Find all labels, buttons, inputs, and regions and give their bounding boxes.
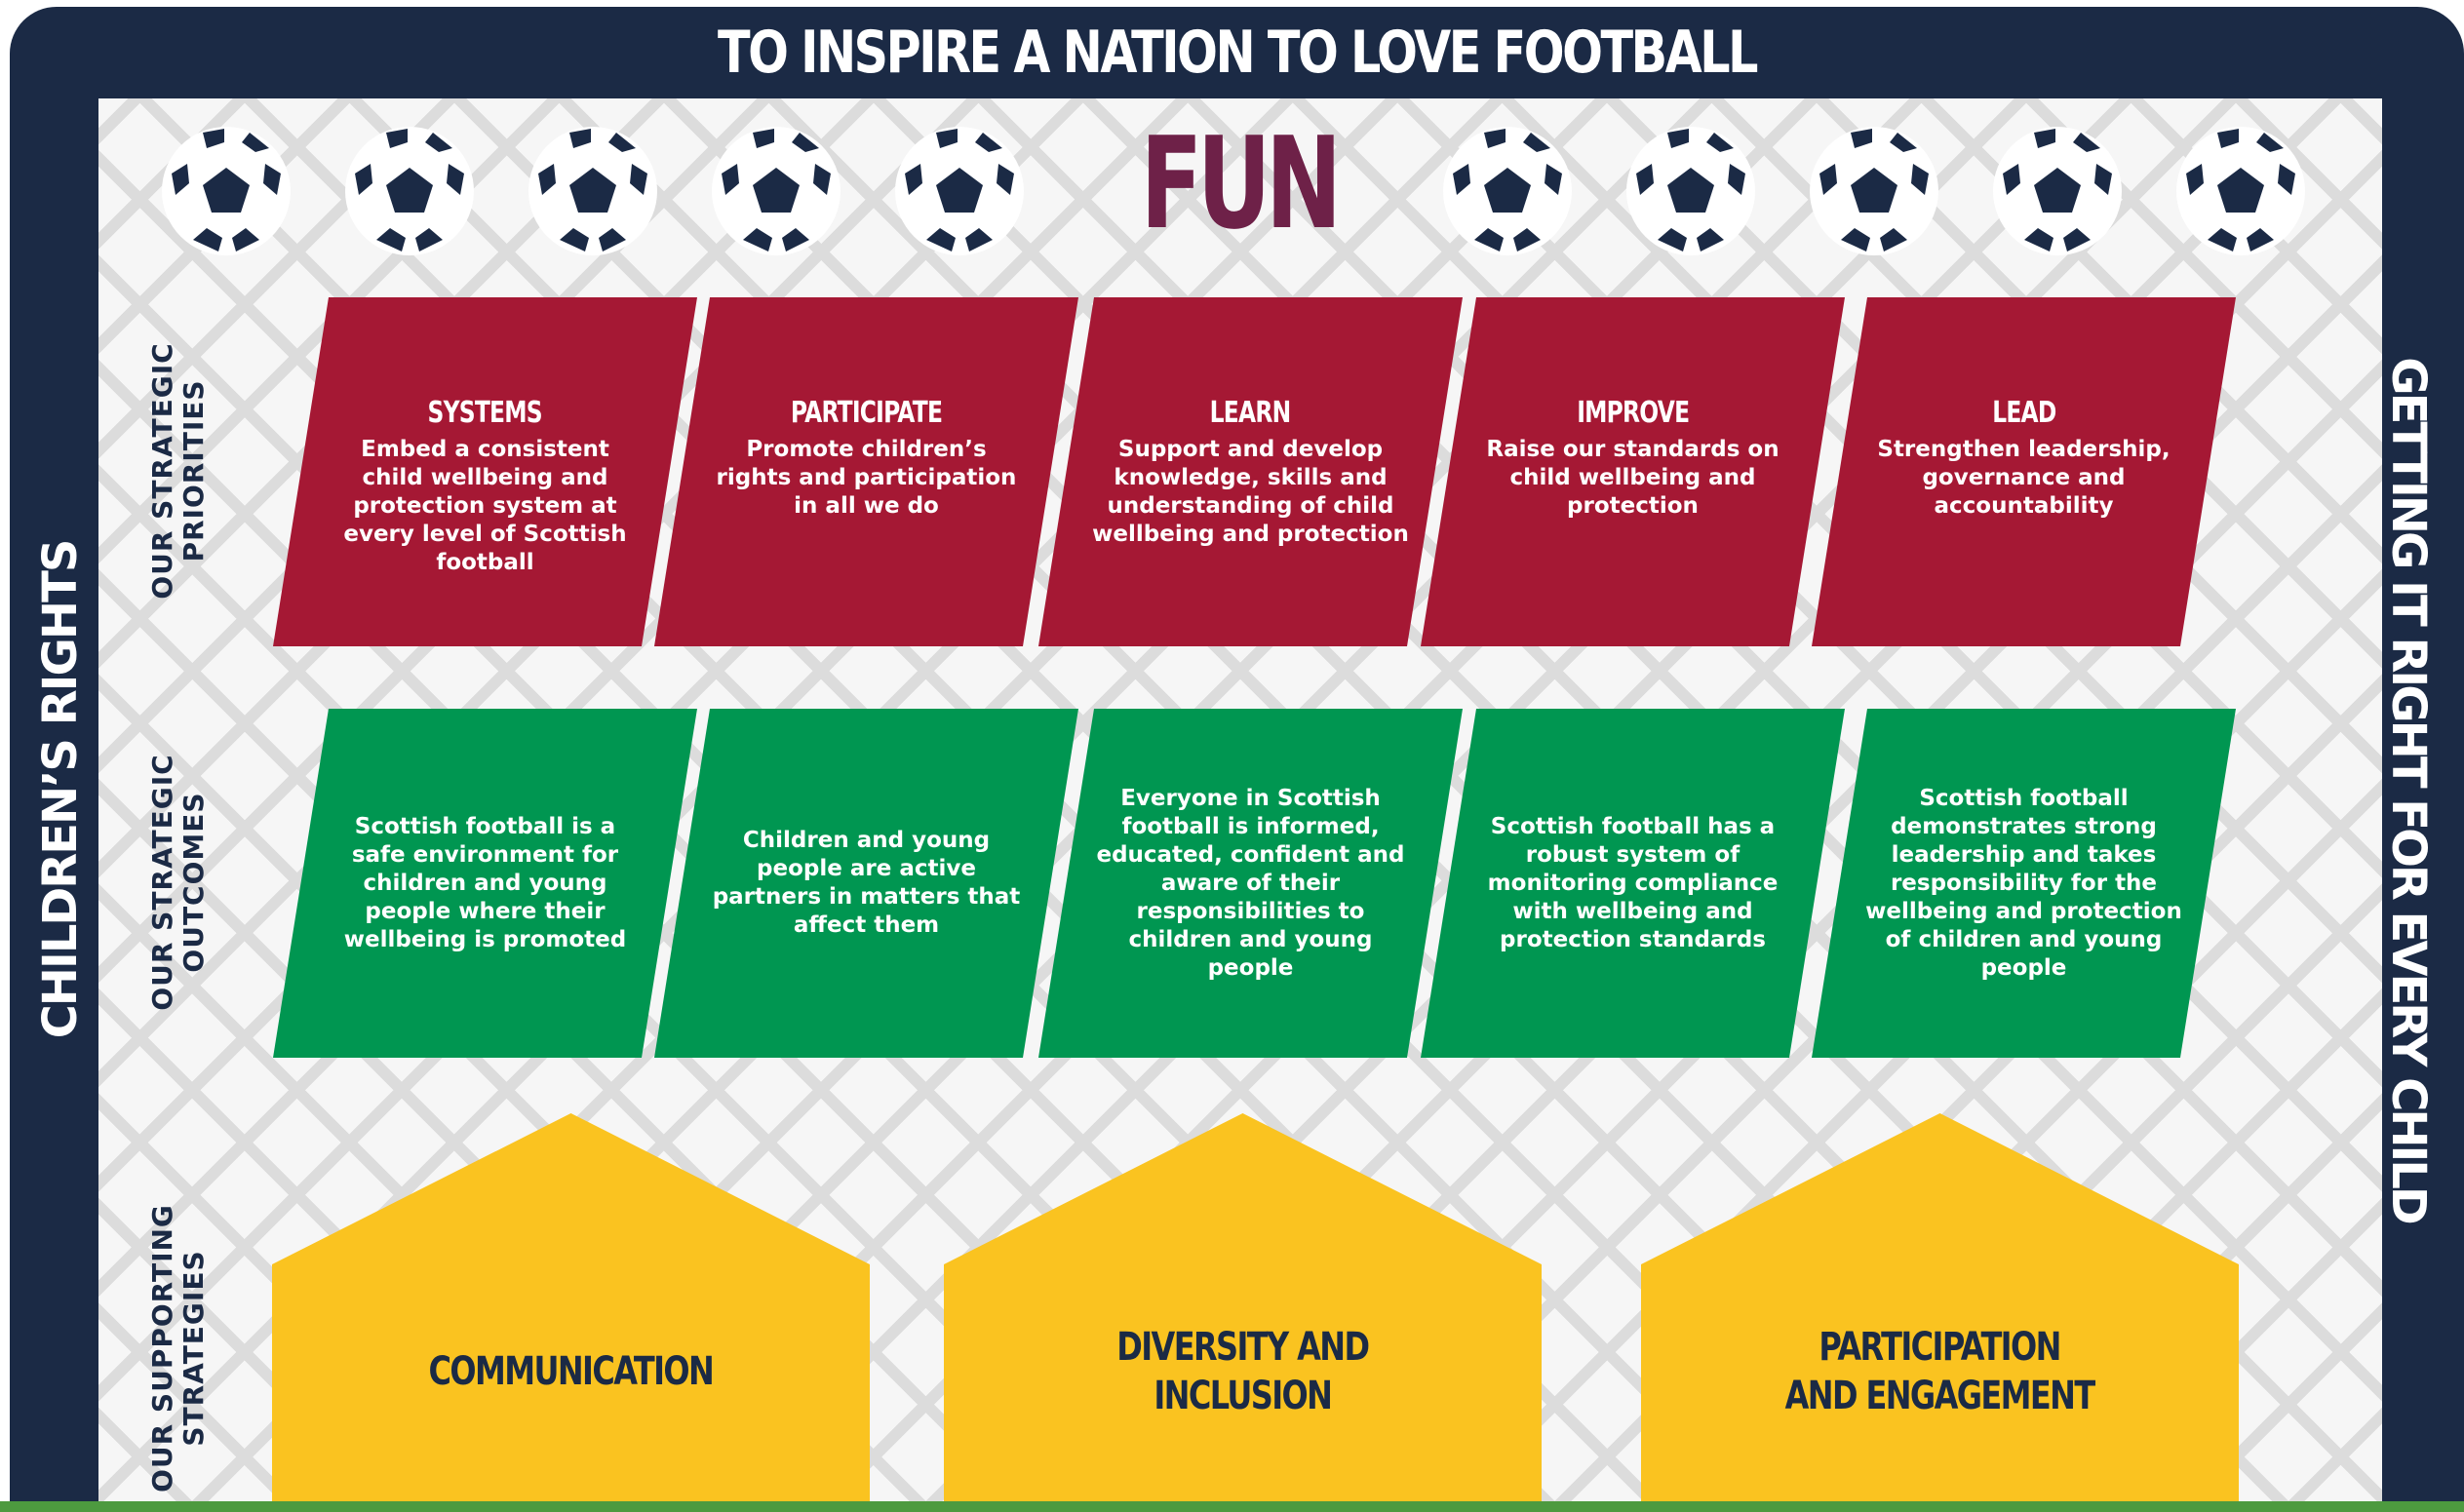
strategies-row-label: OUR SUPPORTING STRATEGIES [146, 1204, 210, 1493]
priority-card: SYSTEMS Embed a consistent child wellbei… [273, 297, 697, 646]
strategy-label: PARTICIPATION AND ENGAGEMENT [1785, 1324, 2096, 1418]
football-icon [162, 127, 291, 255]
football-icon [528, 127, 657, 255]
outcome-text: Scottish football demonstrates strong le… [1865, 785, 2182, 981]
priority-text: Strengthen leadership, governance and ac… [1877, 437, 2171, 519]
priority-title: PARTICIPATE [790, 396, 943, 430]
football-icon [712, 127, 841, 255]
football-icon [1810, 127, 1938, 255]
priority-text: Raise our standards on child wellbeing a… [1486, 437, 1780, 519]
outcome-card: Scottish football demonstrates strong le… [1812, 709, 2236, 1058]
strategy-house: DIVERSITY AND INCLUSION [944, 1113, 1542, 1512]
outcome-card: Scottish football has a robust system of… [1421, 709, 1845, 1058]
outcome-text: Scottish football is a safe environment … [343, 813, 627, 952]
priority-text: Promote children’s rights and participat… [716, 437, 1017, 519]
outcome-text: Scottish football has a robust system of… [1487, 813, 1779, 952]
outcome-card: Scottish football is a safe environment … [273, 709, 697, 1058]
girfec-label: GETTING IT RIGHT FOR EVERY CHILD [2381, 357, 2436, 1222]
football-icon [1993, 127, 2122, 255]
football-icon [1626, 127, 1755, 255]
strategy-label: COMMUNICATION [428, 1348, 715, 1394]
football-icon [1443, 127, 1572, 255]
priority-title: IMPROVE [1576, 396, 1690, 430]
priority-title: SYSTEMS [427, 396, 543, 430]
priority-card: IMPROVE Raise our standards on child wel… [1421, 297, 1845, 646]
priority-text: Embed a consistent child wellbeing and p… [343, 437, 627, 575]
priority-title: LEARN [1210, 396, 1291, 430]
football-icon [345, 127, 474, 255]
priority-card: LEARN Support and develop knowledge, ski… [1038, 297, 1463, 646]
priority-card: PARTICIPATE Promote children’s rights an… [654, 297, 1078, 646]
grass-strip [0, 1501, 2464, 1512]
outcome-text: Everyone in Scottish football is informe… [1096, 785, 1405, 981]
priority-title: LEAD [1991, 396, 2056, 430]
outcome-card: Everyone in Scottish football is informe… [1038, 709, 1463, 1058]
outcomes-row-label: OUR STRATEGIC OUTCOMES [146, 754, 210, 1011]
header-title: TO INSPIRE A NATION TO LOVE FOOTBALL [717, 19, 1758, 87]
football-icon [895, 127, 1024, 255]
strategy-label: DIVERSITY AND INCLUSION [1116, 1324, 1370, 1418]
priority-card: LEAD Strengthen leadership, governance a… [1812, 297, 2236, 646]
childrens-rights-label: CHILDREN’S RIGHTS [33, 540, 88, 1039]
priority-text: Support and develop knowledge, skills an… [1092, 437, 1409, 547]
priorities-row-label: OUR STRATEGIC PRIORITIES [146, 342, 210, 600]
outcome-card: Children and young people are active par… [654, 709, 1078, 1058]
outcome-text: Children and young people are active par… [712, 828, 1021, 938]
football-icon [2176, 127, 2305, 255]
fun-heading: FUN [1140, 109, 1343, 257]
